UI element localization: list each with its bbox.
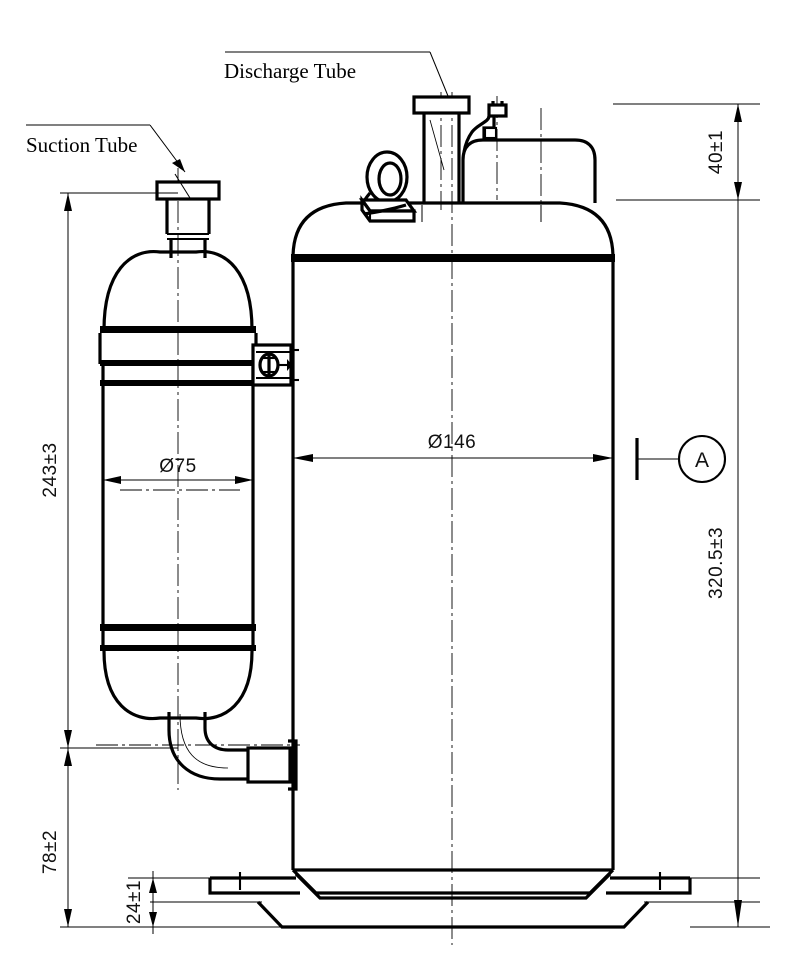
- lifting-eye-inner: [377, 161, 403, 197]
- dim24-text: 24±1: [124, 880, 145, 924]
- suction-tube-assembly: [155, 180, 221, 258]
- connector-collar: [483, 126, 498, 140]
- connector-head: [487, 103, 508, 118]
- dim243-arrow-top: [64, 193, 72, 211]
- callout-leaders: [26, 51, 449, 199]
- connector-lead-curve: [462, 115, 491, 153]
- shell-top-detail-ticks: [421, 205, 542, 222]
- dim320-arrow-bottom: [734, 900, 742, 927]
- elbow-inner-wall: [203, 712, 258, 752]
- accumulator-ring-band-a: [100, 360, 256, 366]
- compressor-shell: [291, 201, 615, 872]
- dim243-text: 243±3: [40, 442, 61, 497]
- discharge-tube-assembly: [412, 95, 471, 203]
- dimension-accumulator-diameter: Ø75: [103, 456, 253, 484]
- lifting-eye-ring: [358, 150, 418, 223]
- suction-elbow-pipe: [167, 712, 298, 791]
- accumulator-mount-bracket: [251, 343, 299, 387]
- dimension-discharge-top-height: 40±1: [613, 103, 760, 201]
- dim78-arrow-top: [64, 748, 72, 766]
- mounting-base-plate: [150, 868, 760, 929]
- bracket-arrow-marker: [287, 359, 292, 371]
- suction-tube-upper-barrel: [165, 199, 211, 234]
- dim75-text: Ø75: [159, 456, 196, 477]
- dim75-arrow-left: [103, 476, 121, 484]
- suction-leader-tail: [174, 173, 191, 199]
- terminal-cover-box: [461, 138, 597, 203]
- dim146-text: Ø146: [428, 432, 476, 453]
- dim78-text: 78±2: [40, 830, 61, 874]
- suction-tube-label: Suction Tube: [26, 133, 137, 157]
- dimension-base-height: 24±1: [124, 871, 210, 934]
- accumulator-cylinder: [101, 386, 255, 628]
- discharge-tube-label: Discharge Tube: [224, 59, 356, 83]
- section-letter: A: [695, 449, 709, 472]
- discharge-tube-flange: [412, 95, 471, 115]
- dimension-overall-height: 320.5±3: [690, 200, 770, 928]
- elbow-flange-stub: [246, 746, 292, 784]
- lifting-eye-strap: [363, 203, 407, 216]
- base-left-flange-top: [208, 878, 300, 895]
- accumulator-bottom-dome: [102, 650, 254, 721]
- shell-shoulder: [291, 201, 615, 259]
- base-right-flange-top: [606, 878, 692, 895]
- suction-leader-arrowhead: [172, 159, 185, 172]
- dim40-arrow-top: [734, 104, 742, 122]
- accumulator-lower-band-b: [100, 645, 256, 651]
- discharge-tube-barrel: [422, 113, 461, 203]
- elbow-hidden-curve: [179, 713, 229, 769]
- dim146-arrow-left: [293, 454, 313, 462]
- section-circle: [677, 434, 727, 484]
- accumulator-lower-weld-band: [100, 624, 256, 631]
- terminal-box-outline: [461, 138, 597, 203]
- section-mark-a: A: [635, 434, 727, 484]
- dim78-arrow-bottom: [64, 909, 72, 927]
- accumulator-upper-weld-band: [100, 326, 256, 333]
- accumulator-dome: [102, 249, 254, 331]
- discharge-tube-shading: [429, 119, 445, 171]
- dim24-arrow-top: [149, 878, 157, 893]
- dimension-accumulator-height: 243±3: [40, 192, 178, 749]
- dim40-text: 40±1: [706, 130, 727, 174]
- accumulator-ring-band-b: [100, 380, 256, 386]
- dim40-arrow-bottom: [734, 182, 742, 200]
- elbow-outer-wall: [167, 712, 258, 781]
- base-skirt-profile: [256, 900, 650, 929]
- dim75-arrow-right: [235, 476, 253, 484]
- base-taper-inner: [294, 872, 612, 900]
- dim146-arrow-right: [593, 454, 613, 462]
- dimension-shell-diameter: Ø146: [293, 432, 613, 462]
- suction-tube-flange: [155, 180, 221, 201]
- shell-cylinder: [291, 262, 615, 870]
- dim320-text: 320.5±3: [706, 527, 727, 599]
- electrical-connector: [462, 101, 508, 153]
- discharge-leader-line: [429, 51, 449, 97]
- shell-top-weld-band: [291, 254, 615, 262]
- suction-tube-lower-barrel: [169, 239, 207, 258]
- dim243-arrow-bottom: [64, 730, 72, 748]
- dim24-arrow-bottom: [149, 912, 157, 927]
